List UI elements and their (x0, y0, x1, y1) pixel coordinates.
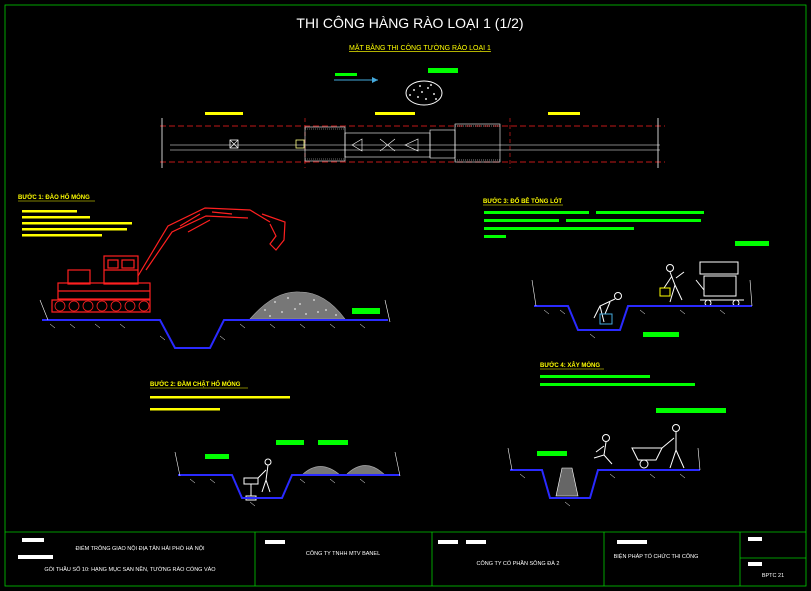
contractor-name: CÔNG TY CỔ PHẦN SÔNG ĐÀ 2 (477, 560, 560, 567)
step4-notes (540, 375, 695, 386)
step2-heading: BƯỚC 2: ĐẦM CHẶT HỐ MÓNG (150, 380, 241, 388)
step4-panel: BƯỚC 4: XÂY MÓNG (507, 361, 726, 507)
sheet-border (4, 4, 807, 587)
step1-ground-line (42, 319, 388, 349)
worker-wheelbarrow (631, 424, 685, 469)
worker-bucket-1 (659, 264, 685, 303)
step3-panel: BƯỚC 3: ĐỔ BÊ TÔNG LÓT (483, 197, 769, 339)
gravel-pile-plan (405, 80, 443, 106)
sheet-number: BPTC 21 (762, 573, 784, 579)
plan-heading: MẶT BẰNG THI CÔNG TƯỜNG RÀO LOẠI 1 (349, 43, 491, 52)
step1-notes (22, 210, 132, 237)
package-name: GÓI THẦU SỐ 10: HẠNG MỤC SAN NỀN, TƯỜNG … (44, 566, 216, 573)
project-name: ĐIỂM TRÔNG GIAO NỘI ĐỊA TÂN HẢI PHÒ HÀ N… (75, 545, 205, 552)
step3-notes (484, 211, 704, 238)
drawing-name: BIỆN PHÁP TỔ CHỨC THI CÔNG (614, 552, 699, 560)
plan-view (160, 68, 665, 168)
step3-heading: BƯỚC 3: ĐỔ BÊ TÔNG LÓT (483, 197, 562, 205)
soil-pile (249, 291, 346, 320)
concrete-mixer (695, 261, 744, 307)
consultant-name: CÔNG TY TNHH MTV BANEL (306, 550, 380, 557)
title-block: ĐIỂM TRÔNG GIAO NỘI ĐỊA TÂN HẢI PHÒ HÀ N… (4, 4, 807, 587)
plan-note-bar (428, 68, 458, 73)
step4-heading: BƯỚC 4: XÂY MÓNG (540, 361, 600, 369)
step1-panel: BƯỚC 1: ĐÀO HỐ MÓNG (18, 193, 391, 349)
worker-pouring (593, 292, 622, 325)
stone-footing (555, 467, 579, 497)
plan-note-bar-2 (335, 73, 357, 76)
worker-masonry (593, 434, 613, 465)
step2-panel: BƯỚC 2: ĐẦM CHẶT HỐ MÓNG (150, 380, 401, 507)
step1-heading: BƯỚC 1: ĐÀO HỐ MÓNG (18, 193, 90, 201)
drawing-title: THI CÔNG HÀNG RÀO LOẠI 1 (1/2) (296, 15, 523, 31)
excavator-drawing (51, 207, 286, 313)
